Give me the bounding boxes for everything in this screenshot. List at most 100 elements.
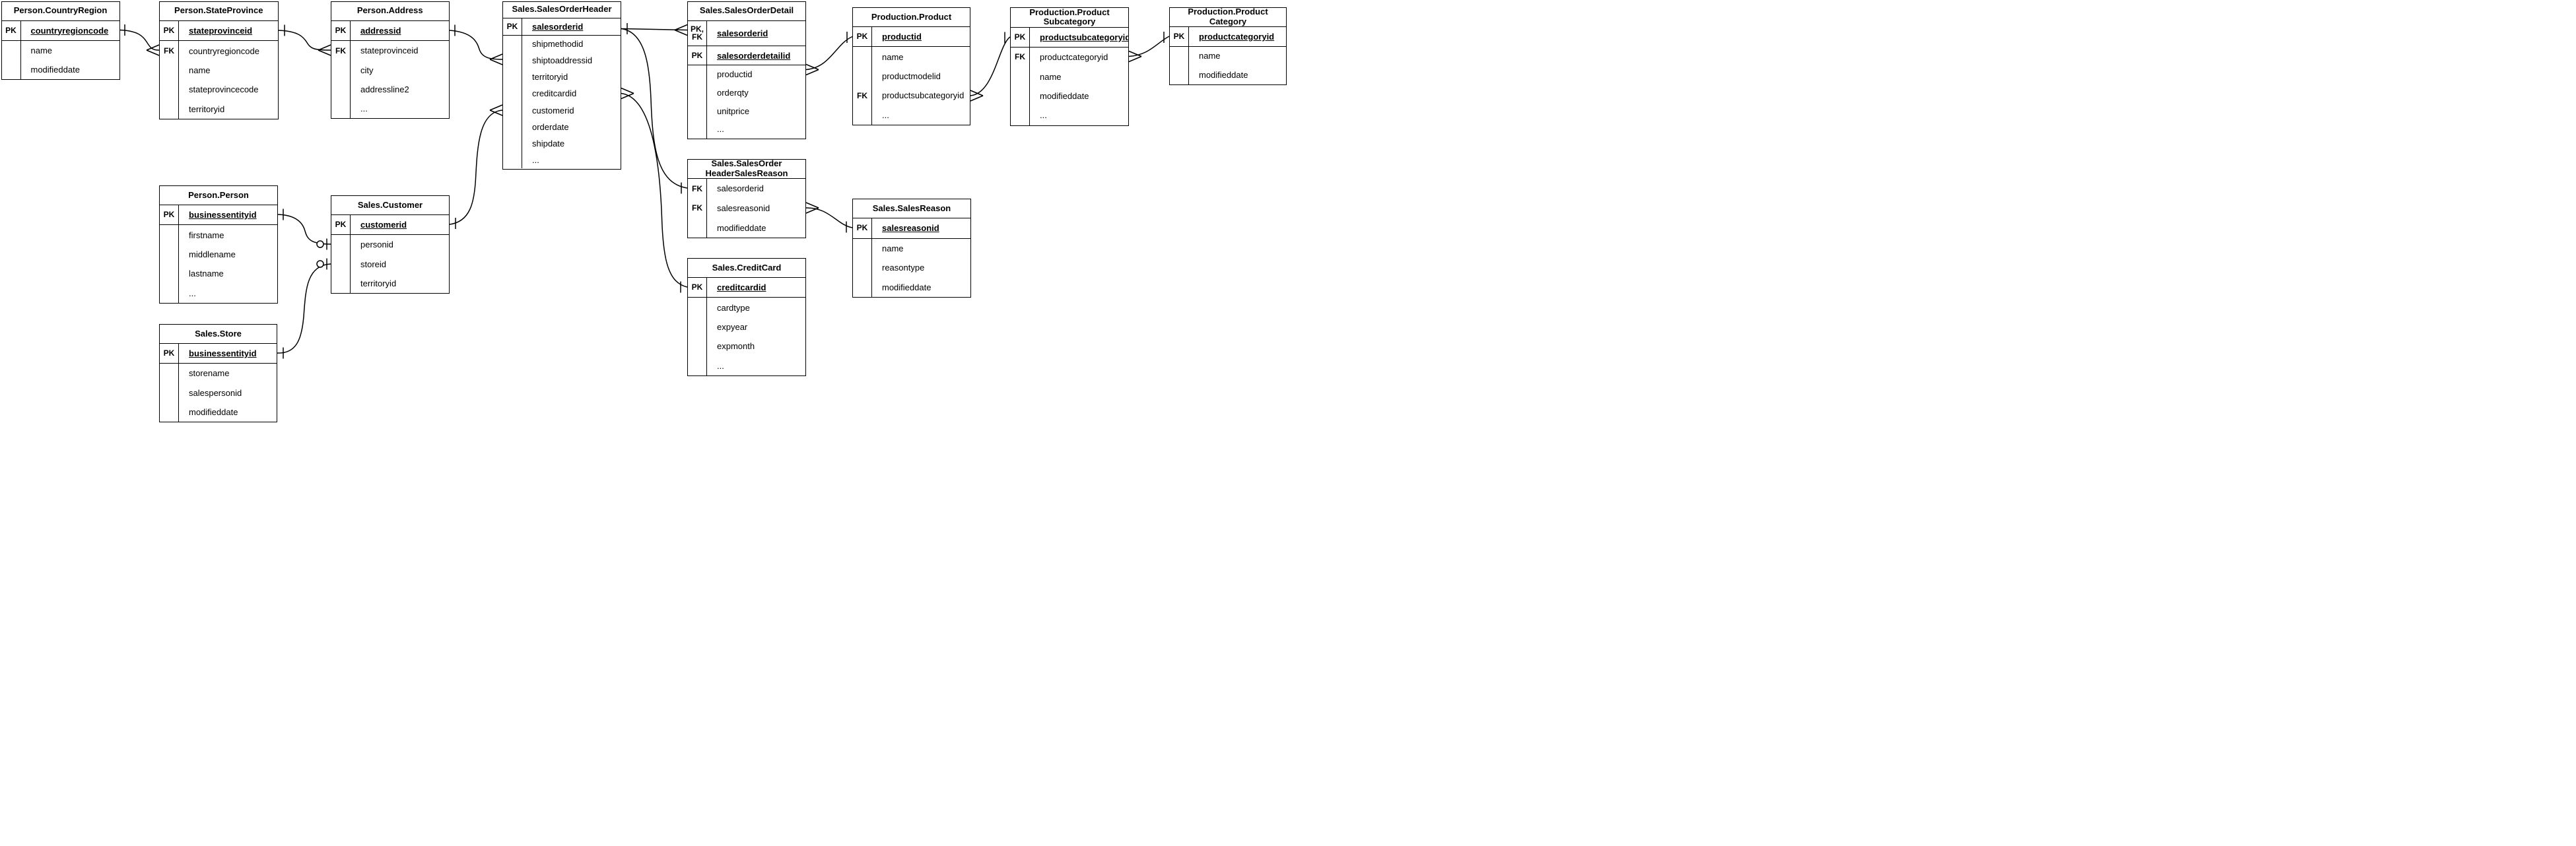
entity-title: Sales.SalesReason — [853, 199, 970, 218]
key-label — [503, 35, 522, 52]
entity-section: storename salespersonid modifieddate — [160, 363, 277, 422]
key-label — [160, 264, 179, 284]
relationship-countryregion-stateprovince — [119, 24, 160, 56]
key-label — [160, 99, 179, 119]
field-name: unitprice — [717, 106, 750, 116]
field-name: name — [882, 51, 904, 62]
zero-cardinality-circle-icon — [316, 240, 324, 248]
key-label — [853, 238, 872, 258]
key-label — [331, 98, 351, 119]
key-label — [688, 337, 707, 356]
primary-key-field: addressid — [360, 26, 401, 36]
key-label: PK — [331, 215, 351, 235]
key-label — [1011, 106, 1030, 125]
field-row: territoryid — [331, 273, 449, 293]
field-row: orderqty — [688, 83, 805, 102]
field-name: reasontype — [882, 263, 925, 273]
relationship-store-customer — [277, 258, 331, 359]
field-row: expmonth — [688, 337, 805, 356]
key-label — [160, 283, 179, 304]
field-name: modifieddate — [1040, 90, 1089, 101]
key-label — [853, 105, 872, 125]
field-row: ... — [688, 356, 805, 376]
relationship-product-productsubcategory — [970, 32, 1011, 102]
field-name: name — [882, 243, 904, 253]
field-name: lastname — [189, 269, 224, 279]
field-row: shipmethodid — [503, 35, 621, 52]
field-row: creditcardid — [503, 85, 621, 102]
entity-section: productid orderqty unitprice... — [688, 64, 805, 139]
entity-section: cardtype expyear expmonth... — [688, 297, 805, 376]
field-name: productid — [717, 69, 753, 80]
field-name: modifieddate — [189, 407, 238, 417]
field-name: territoryid — [360, 278, 397, 288]
field-row: ... — [688, 119, 805, 139]
key-label — [853, 277, 872, 297]
field-row: name — [2, 40, 119, 60]
field-name: cardtype — [717, 302, 750, 313]
field-row: ... — [160, 283, 277, 304]
field-row: salespersonid — [160, 383, 277, 403]
field-name: name — [1040, 71, 1062, 82]
field-name: salesreasonid — [717, 203, 770, 213]
field-name: productmodelid — [882, 71, 941, 82]
primary-key-field: businessentityid — [189, 210, 257, 220]
relationship-creditcard-salesorderheader — [621, 87, 688, 293]
field-row: storename — [160, 364, 277, 383]
field-name: customerid — [532, 105, 574, 115]
key-label — [160, 60, 179, 81]
field-row: customerid — [503, 102, 621, 119]
entity-title: Person.StateProvince — [160, 2, 278, 21]
key-label — [503, 51, 522, 69]
primary-key-field: businessentityid — [189, 348, 257, 359]
field-name: name — [1199, 51, 1221, 61]
key-label — [688, 65, 707, 84]
key-label — [853, 66, 872, 86]
primary-key-field: productsubcategoryid — [1040, 32, 1128, 42]
primary-key-field: productcategoryid — [1199, 31, 1275, 42]
field-row: cardtype — [688, 298, 805, 317]
field-name: expyear — [717, 322, 748, 333]
relationship-salesorderdetail-product — [805, 32, 853, 76]
field-row: ... — [331, 98, 449, 119]
key-label — [160, 244, 179, 265]
relationship-person-customer — [277, 209, 331, 250]
field-name: expmonth — [717, 341, 755, 352]
key-label — [503, 69, 522, 86]
key-label — [331, 235, 351, 255]
entity-title: Sales.CreditCard — [688, 259, 805, 278]
key-label — [331, 60, 351, 80]
key-label — [688, 317, 707, 337]
field-name: orderqty — [717, 87, 749, 98]
field-row: stateprovincecode — [160, 80, 278, 100]
entity-title: Person.Address — [331, 2, 449, 21]
key-label — [688, 356, 707, 376]
key-label: PK, FK — [688, 20, 707, 46]
field-name: shipmethodid — [532, 38, 584, 49]
field-name: salespersonid — [189, 387, 242, 398]
key-label — [1011, 67, 1030, 86]
field-row: personid — [331, 235, 449, 255]
zero-cardinality-circle-icon — [316, 260, 324, 268]
key-label — [2, 40, 21, 60]
